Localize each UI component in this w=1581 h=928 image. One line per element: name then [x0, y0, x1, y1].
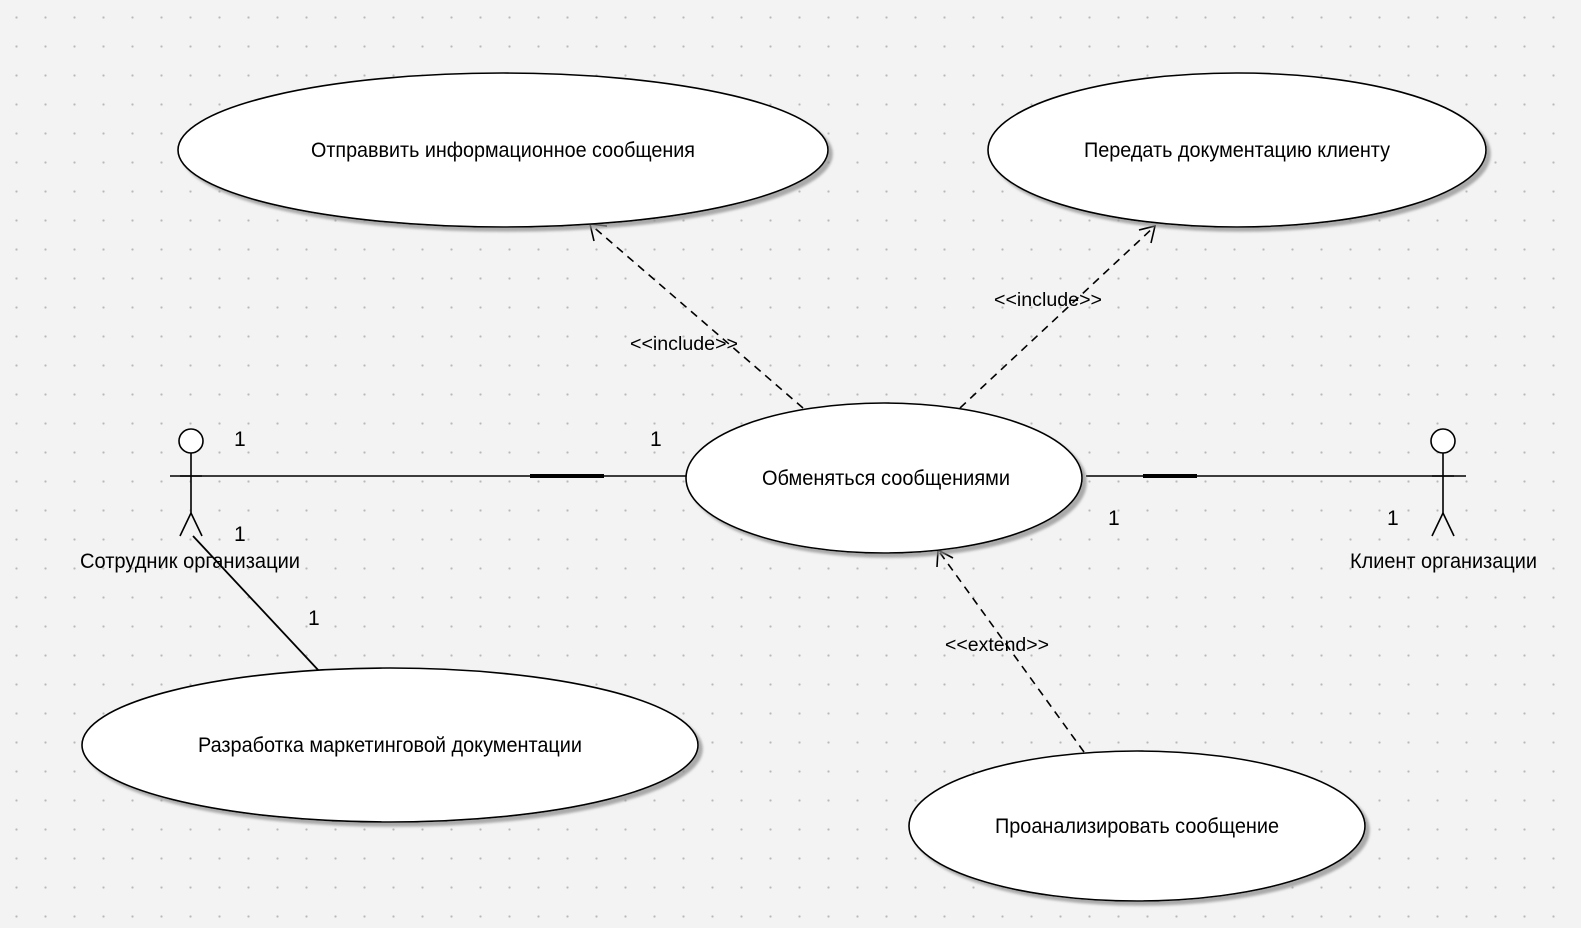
include-dependency-left[interactable] — [588, 223, 804, 409]
actor-employee[interactable]: Сотрудник организации — [80, 428, 300, 573]
multiplicity-label: 1 — [1108, 507, 1120, 530]
extend-label: <<extend>> — [945, 635, 1049, 656]
stick-figure-icon — [1430, 428, 1456, 537]
multiplicity-label: 1 — [308, 607, 320, 630]
multiplicity-label: 1 — [1387, 507, 1399, 530]
actor-client[interactable]: Клиент организации — [1350, 428, 1537, 573]
use-case-marketing-label: Разработка маркетинговой документации — [198, 734, 582, 757]
use-case-marketing[interactable]: Разработка маркетинговой документации — [81, 667, 699, 823]
actor-employee-label: Сотрудник организации — [80, 550, 300, 573]
actor-client-label: Клиент организации — [1350, 550, 1537, 573]
use-case-exchange[interactable]: Обменяться сообщениями — [685, 402, 1083, 554]
use-case-exchange-label: Обменяться сообщениями — [762, 467, 1010, 490]
multiplicity-label: 1 — [234, 428, 246, 451]
include-label-left: <<include>> — [630, 334, 738, 355]
use-case-transfer-docs-label: Передать документацию клиенту — [1084, 139, 1390, 162]
stick-figure-icon — [178, 428, 204, 537]
include-dependency-right[interactable] — [959, 224, 1157, 409]
use-case-send-info-label: Отправвить информационное сообщения — [311, 139, 695, 162]
include-label-right: <<include>> — [994, 290, 1102, 311]
multiplicity-label: 1 — [650, 428, 662, 451]
use-case-send-info[interactable]: Отправвить информационное сообщения — [177, 72, 829, 228]
association-employee-marketing[interactable] — [192, 535, 321, 673]
use-case-analyze-label: Проанализировать сообщение — [995, 815, 1279, 838]
use-case-transfer-docs[interactable]: Передать документацию клиенту — [987, 72, 1487, 228]
multiplicity-label: 1 — [234, 523, 246, 546]
use-case-analyze[interactable]: Проанализировать сообщение — [908, 750, 1366, 902]
